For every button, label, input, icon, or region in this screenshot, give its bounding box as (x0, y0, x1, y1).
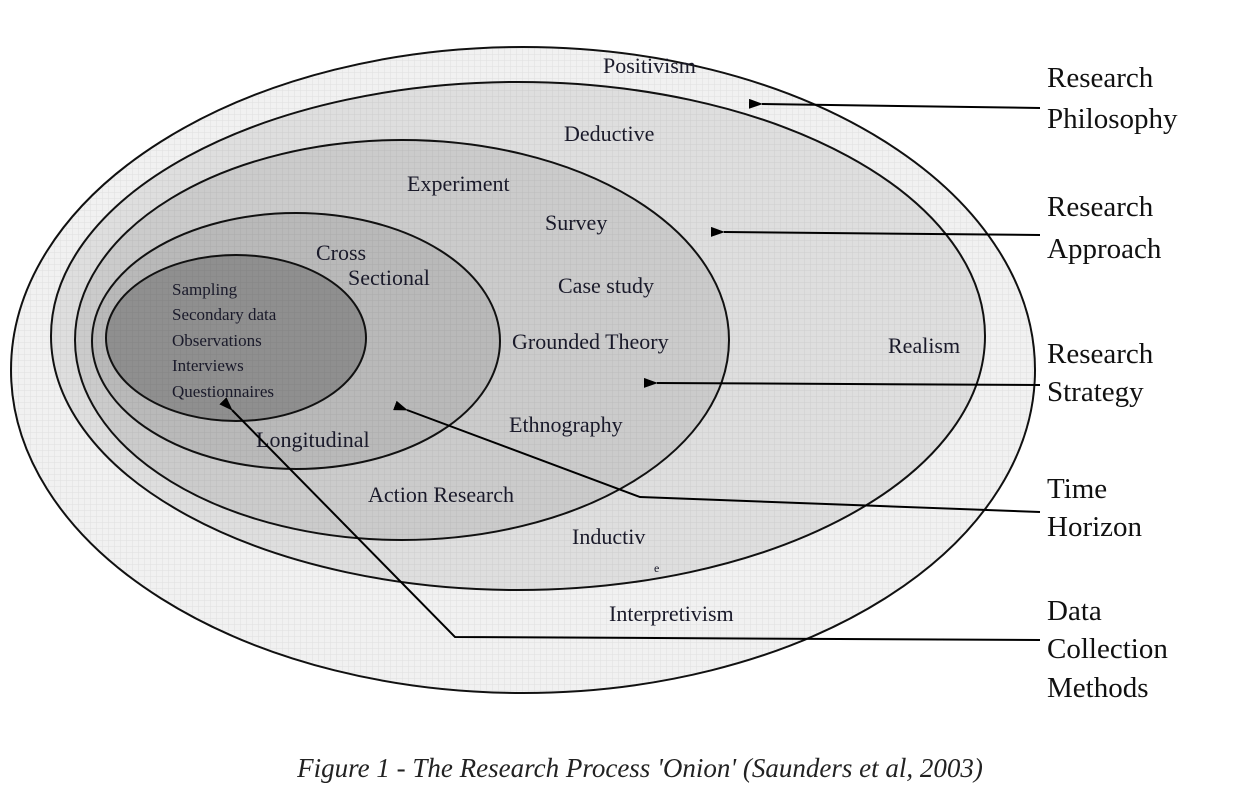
label-secondary-data: Secondary data (172, 305, 277, 324)
label-sampling: Sampling (172, 280, 238, 299)
title-research-strategy-1: Research (1047, 338, 1154, 370)
label-action-research: Action Research (368, 482, 514, 507)
label-positivism: Positivism (603, 53, 696, 78)
title-time-horizon-1: Time (1047, 473, 1107, 505)
arrow-philosophy (748, 98, 1041, 109)
label-interviews: Interviews (172, 356, 244, 375)
title-research-approach-2: Approach (1047, 233, 1162, 265)
label-experiment: Experiment (407, 171, 510, 196)
label-cross: Cross (316, 240, 366, 265)
label-inductive-e: e (654, 561, 659, 575)
title-data-collection-1: Data (1047, 595, 1102, 627)
label-case-study: Case study (558, 273, 654, 298)
arrow-strategy (643, 377, 1041, 388)
label-grounded-theory: Grounded Theory (512, 329, 669, 354)
label-sectional: Sectional (348, 265, 430, 290)
label-questionnaires: Questionnaires (172, 382, 274, 401)
arrow-data-collection (219, 397, 1041, 641)
title-data-collection-3: Methods (1047, 672, 1149, 704)
label-ethnography: Ethnography (509, 412, 623, 437)
title-data-collection-2: Collection (1047, 633, 1168, 665)
arrow-approach (710, 226, 1041, 237)
label-longitudinal: Longitudinal (256, 427, 370, 452)
figure-caption: Figure 1 - The Research Process 'Onion' … (296, 753, 983, 783)
label-interpretivism: Interpretivism (609, 601, 734, 626)
label-inductive: Inductiv (572, 524, 645, 549)
arrow-time-horizon (393, 400, 1041, 513)
title-research-philosophy-2: Philosophy (1047, 103, 1178, 135)
label-observations: Observations (172, 331, 262, 350)
label-realism: Realism (888, 333, 960, 358)
title-research-approach-1: Research (1047, 191, 1154, 223)
title-research-philosophy-1: Research (1047, 62, 1154, 94)
title-research-strategy-2: Strategy (1047, 376, 1144, 408)
label-survey: Survey (545, 210, 607, 235)
title-time-horizon-2: Horizon (1047, 511, 1143, 543)
label-deductive: Deductive (564, 121, 654, 146)
